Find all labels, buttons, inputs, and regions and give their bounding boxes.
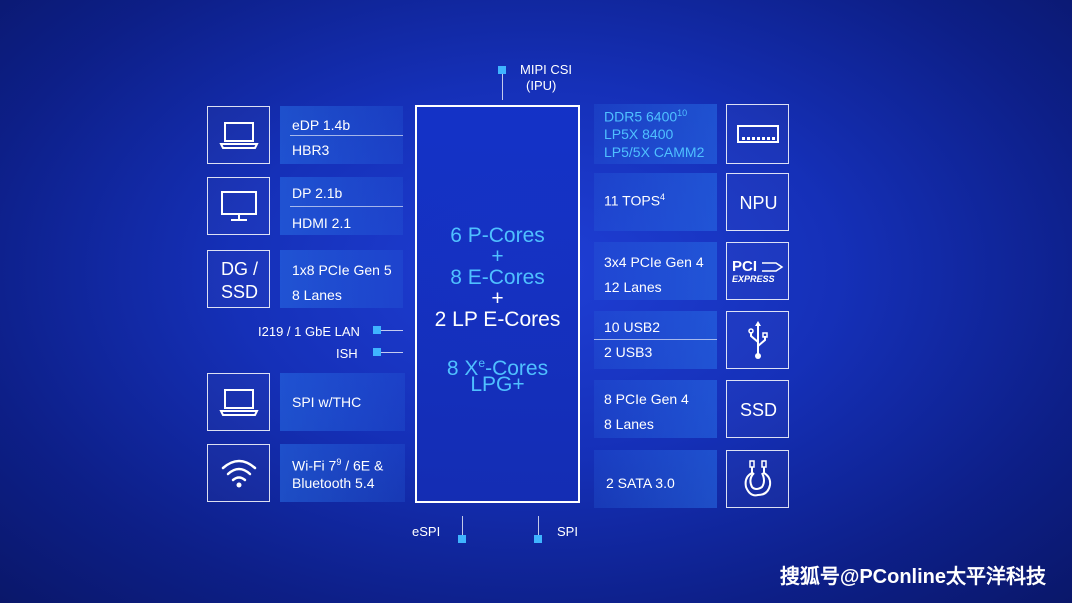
- pcie-gen5-label-box: 1x8 PCIe Gen 5 8 Lanes: [280, 250, 403, 308]
- cpu-block: 6 P-Cores + 8 E-Cores + 2 LP E-Cores 8 X…: [415, 105, 580, 503]
- laptop-icon-box: [207, 106, 270, 164]
- xe-cores-text: 8 Xe-Cores: [446, 356, 549, 380]
- usb-icon: [747, 321, 768, 359]
- e-cores-text: 8 E-Cores: [450, 266, 545, 289]
- ssd-text: SSD: [220, 282, 258, 302]
- p-cores-text: 6 P-Cores: [450, 224, 545, 247]
- espi-dot: [458, 535, 466, 543]
- plus-sign: +: [491, 287, 504, 310]
- hbr3-text: HBR3: [292, 142, 330, 158]
- npu-box: NPU: [726, 173, 789, 231]
- memory-label-box: DDR5 640010 LP5X 8400 LP5/5X CAMM2: [594, 104, 717, 164]
- spi-line: [538, 516, 539, 536]
- tops-text: 11 TOPS4: [604, 192, 666, 209]
- lanes-text: 8 Lanes: [604, 416, 654, 432]
- mipi-connector-line: [502, 74, 503, 100]
- espi-label: eSPI: [412, 524, 441, 539]
- laptop-icon: [218, 122, 259, 149]
- watermark-text: 搜狐号@PConline太平洋科技: [779, 566, 1046, 588]
- lpg-text: LPG+: [470, 373, 525, 396]
- pci-express-logo: PCI EXPRESS: [732, 259, 787, 285]
- dp-label-box: DP 2.1b HDMI 2.1: [280, 177, 403, 235]
- spi-label: SPI: [557, 524, 578, 539]
- pcie-gen5-text: 1x8 PCIe Gen 5: [292, 262, 392, 278]
- ish-line: [381, 352, 403, 353]
- wifi-label-box: Wi-Fi 79 / 6E & Bluetooth 5.4: [280, 444, 405, 502]
- lanes-text: 8 Lanes: [292, 287, 342, 303]
- hdmi-text: HDMI 2.1: [292, 215, 352, 231]
- sata-cable-icon: [744, 460, 771, 497]
- ipu-label: (IPU): [526, 78, 557, 93]
- mipi-csi-label: MIPI CSI: [520, 62, 573, 77]
- wifi-text: Wi-Fi 79 / 6E &: [292, 457, 384, 474]
- dg-text: DG /: [220, 259, 258, 279]
- lan-label: I219 / 1 GbE LAN: [258, 324, 360, 339]
- wifi-icon: [221, 459, 256, 488]
- express-logo-text: EXPRESS: [732, 274, 775, 284]
- laptop-icon: [218, 389, 259, 416]
- edp-label-box: eDP 1.4b HBR3: [280, 106, 403, 164]
- spi-thc-text: SPI w/THC: [292, 394, 362, 410]
- pci-logo-text: PCI: [732, 258, 758, 275]
- pci-express-logo-box: PCI EXPRESS: [726, 242, 789, 300]
- mipi-connector-dot: [498, 66, 506, 74]
- ssd-box: SSD: [726, 380, 789, 438]
- divider: [290, 206, 403, 207]
- usb3-text: 2 USB3: [604, 344, 653, 360]
- ish-label: ISH: [336, 346, 358, 361]
- divider: [594, 339, 717, 340]
- monitor-icon-box: [207, 177, 270, 235]
- sata-icon-box: [726, 450, 789, 508]
- lp5x-text: LP5X 8400: [604, 126, 674, 142]
- lan-line: [381, 330, 403, 331]
- sata-label-box: 2 SATA 3.0: [594, 450, 717, 508]
- divider: [290, 135, 403, 136]
- memory-module-icon: [736, 125, 779, 143]
- wifi-icon-box: [207, 444, 270, 502]
- npu-text: NPU: [739, 193, 778, 213]
- edp-text: eDP 1.4b: [292, 117, 351, 133]
- memory-icon-box: [726, 104, 789, 164]
- monitor-icon: [220, 191, 257, 221]
- pcie-gen4-ssd-text: 8 PCIe Gen 4: [604, 391, 689, 407]
- spi-thc-label-box: SPI w/THC: [280, 373, 405, 431]
- usb-icon-box: [726, 311, 789, 369]
- ssd-label-box: 8 PCIe Gen 4 8 Lanes: [594, 380, 717, 438]
- spi-dot: [534, 535, 542, 543]
- chevron-right-icon: [762, 262, 784, 272]
- lanes-text: 12 Lanes: [604, 279, 662, 295]
- ish-dot: [373, 348, 381, 356]
- pcie-gen4-label-box: 3x4 PCIe Gen 4 12 Lanes: [594, 242, 717, 300]
- dp-text: DP 2.1b: [292, 185, 343, 201]
- lp-e-cores-text: 2 LP E-Cores: [434, 308, 561, 331]
- lan-dot: [373, 326, 381, 334]
- ddr5-text: DDR5 640010: [604, 108, 688, 125]
- plus-sign: +: [491, 245, 504, 268]
- usb2-text: 10 USB2: [604, 319, 661, 335]
- usb-label-box: 10 USB2 2 USB3: [594, 311, 717, 369]
- npu-label-box: 11 TOPS4: [594, 173, 717, 231]
- camm2-text: LP5/5X CAMM2: [604, 144, 705, 160]
- espi-line: [462, 516, 463, 536]
- dg-ssd-box: DG / SSD: [207, 250, 270, 308]
- laptop-icon-box: [207, 373, 270, 431]
- sata-text: 2 SATA 3.0: [606, 475, 675, 491]
- ssd-text: SSD: [739, 400, 777, 420]
- pcie-gen4-text: 3x4 PCIe Gen 4: [604, 254, 704, 270]
- bluetooth-text: Bluetooth 5.4: [292, 475, 375, 491]
